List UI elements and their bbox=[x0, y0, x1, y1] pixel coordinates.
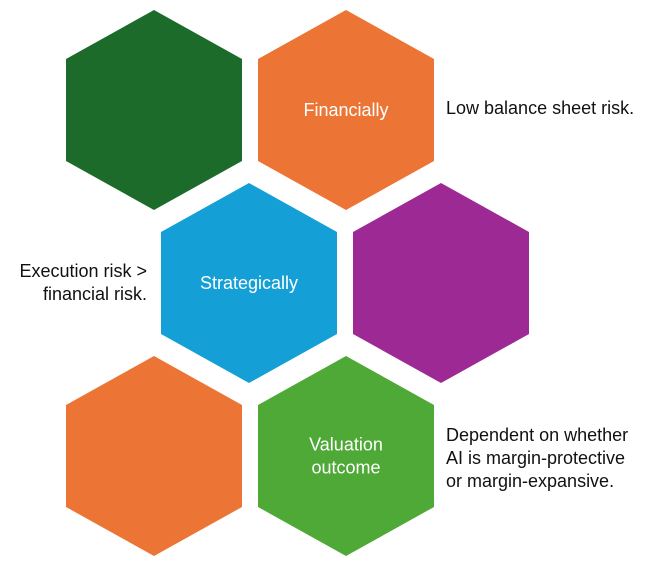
hexagon-shape bbox=[161, 183, 337, 383]
financially-note-line: Low balance sheet risk. bbox=[446, 98, 635, 118]
hexagon-shape bbox=[66, 10, 242, 210]
hex-financially: Financially bbox=[258, 10, 434, 210]
hexagon-shape bbox=[258, 356, 434, 556]
hexagon-label: Valuation bbox=[309, 435, 383, 455]
hex-strategically: Strategically bbox=[161, 183, 337, 383]
strategically-note-line: financial risk. bbox=[42, 284, 147, 304]
hexagon-label: outcome bbox=[311, 458, 380, 478]
valuation-note-line: AI is margin-protective bbox=[446, 448, 626, 468]
strategically-note: Execution risk > financial risk. bbox=[0, 260, 147, 306]
hex-middle-right bbox=[353, 183, 529, 383]
strategically-note-line: Execution risk > bbox=[19, 261, 147, 281]
financially-note: Low balance sheet risk. bbox=[446, 97, 634, 120]
hex-bottom-left bbox=[66, 356, 242, 556]
hexagon-label: Financially bbox=[303, 100, 388, 120]
hexagon-shape bbox=[66, 356, 242, 556]
valuation-note: Dependent on whether AI is margin-protec… bbox=[446, 424, 628, 493]
hexagon-shape bbox=[353, 183, 529, 383]
valuation-note-line: Dependent on whether bbox=[446, 425, 629, 445]
hex-top-left bbox=[66, 10, 242, 210]
hexagon-label: Strategically bbox=[200, 273, 298, 293]
hex-valuation: Valuation outcome bbox=[258, 356, 434, 556]
valuation-note-line: or margin-expansive. bbox=[446, 471, 615, 491]
hexagon-shape bbox=[258, 10, 434, 210]
